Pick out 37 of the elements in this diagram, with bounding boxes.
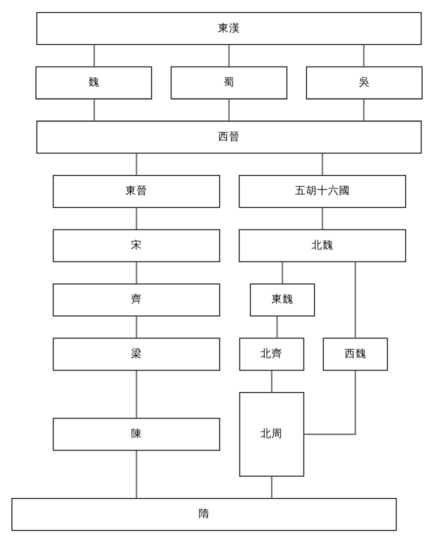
- connector: [136, 316, 138, 338]
- connector: [276, 316, 278, 338]
- connector: [304, 370, 356, 434]
- connector: [228, 44, 230, 66]
- connector: [94, 44, 95, 66]
- connector: [136, 261, 138, 284]
- node-box: 宋: [52, 228, 220, 262]
- connector: [363, 44, 364, 66]
- connector: [228, 98, 230, 120]
- node-box: 西晉: [36, 120, 422, 154]
- connector: [94, 98, 95, 120]
- node-box: 北魏: [238, 228, 406, 262]
- node-box: 北周: [239, 392, 304, 476]
- connector: [363, 98, 364, 120]
- node-box: 東漢: [36, 12, 422, 45]
- connector: [136, 207, 138, 229]
- node-box: 西魏: [322, 337, 388, 370]
- node-box: 隋: [11, 497, 397, 530]
- node-box: 北齊: [239, 337, 304, 370]
- node-box: 齊: [52, 283, 220, 316]
- connector: [354, 261, 356, 338]
- connector: [322, 152, 324, 175]
- node-box: 魏: [35, 66, 152, 99]
- connector: [136, 152, 138, 175]
- node-box: 東晉: [52, 174, 220, 208]
- node-box: 東魏: [250, 283, 315, 316]
- connector: [136, 450, 138, 498]
- node-box: 蜀: [170, 66, 288, 99]
- connector: [282, 261, 284, 284]
- connector: [322, 207, 324, 229]
- connector: [271, 476, 272, 498]
- node-box: 五胡十六國: [238, 174, 406, 208]
- connector: [271, 370, 272, 392]
- node-box: 陳: [52, 417, 220, 450]
- node-box: 吳: [306, 66, 423, 99]
- connector: [136, 370, 138, 418]
- node-box: 梁: [52, 337, 220, 370]
